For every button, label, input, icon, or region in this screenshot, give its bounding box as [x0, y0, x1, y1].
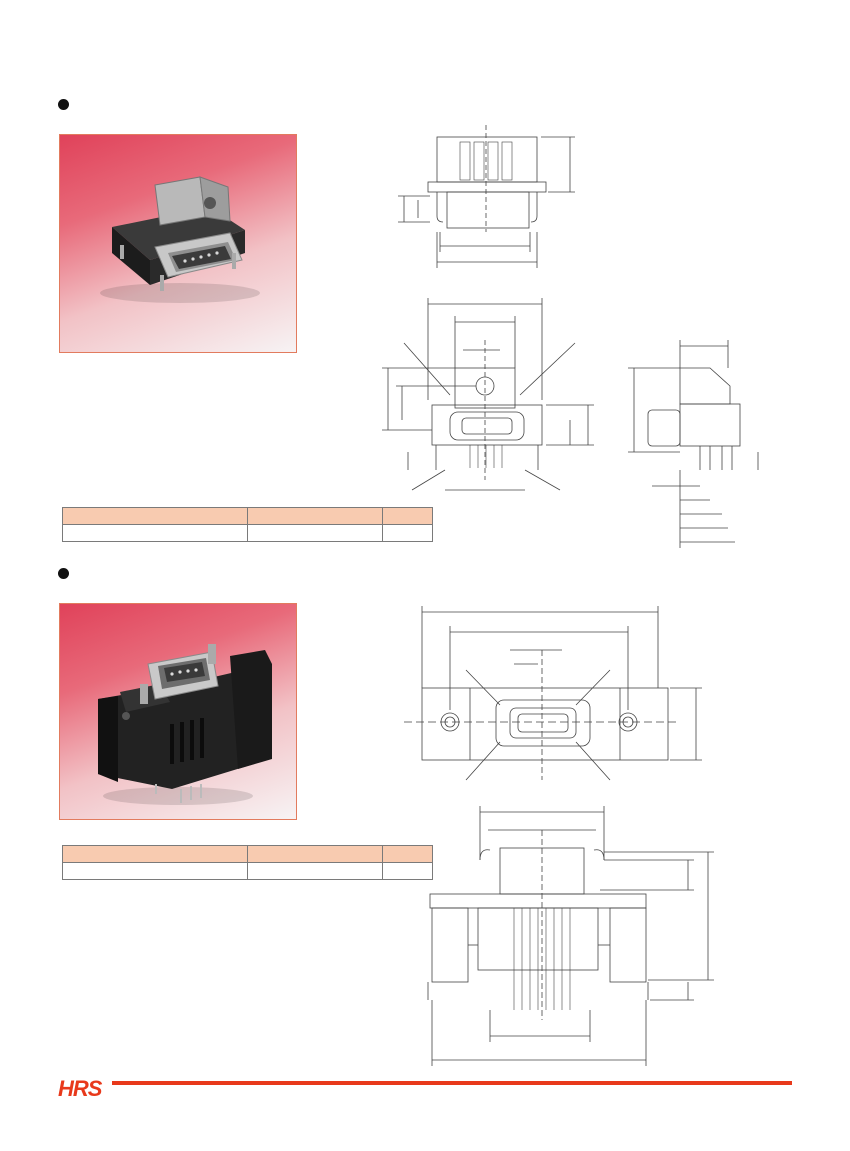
table-cell [382, 862, 433, 880]
spec-table-1 [62, 507, 433, 542]
drawing-front-view-2 [404, 606, 702, 781]
drawing-front-view-1 [382, 298, 594, 491]
drawing-top-view-1 [398, 125, 575, 268]
product-photo-1 [59, 134, 297, 353]
footer-accent-line [112, 1081, 792, 1085]
product-photo-2 [59, 603, 297, 820]
table-row [62, 862, 433, 880]
section-2-bullet [58, 568, 69, 579]
spec-table-2 [62, 845, 433, 880]
drawing-side-view-2 [427, 806, 714, 1066]
table-header-cell [247, 507, 383, 525]
table-header-cell [62, 845, 248, 863]
drawing-side-view-1 [628, 340, 759, 548]
table-header-row [62, 845, 433, 863]
table-row [62, 524, 433, 542]
hrs-logo: HRS [58, 1076, 102, 1101]
section-1-bullet [58, 99, 69, 110]
table-header-cell [62, 507, 248, 525]
table-header-row [62, 507, 433, 525]
table-cell [382, 524, 433, 542]
